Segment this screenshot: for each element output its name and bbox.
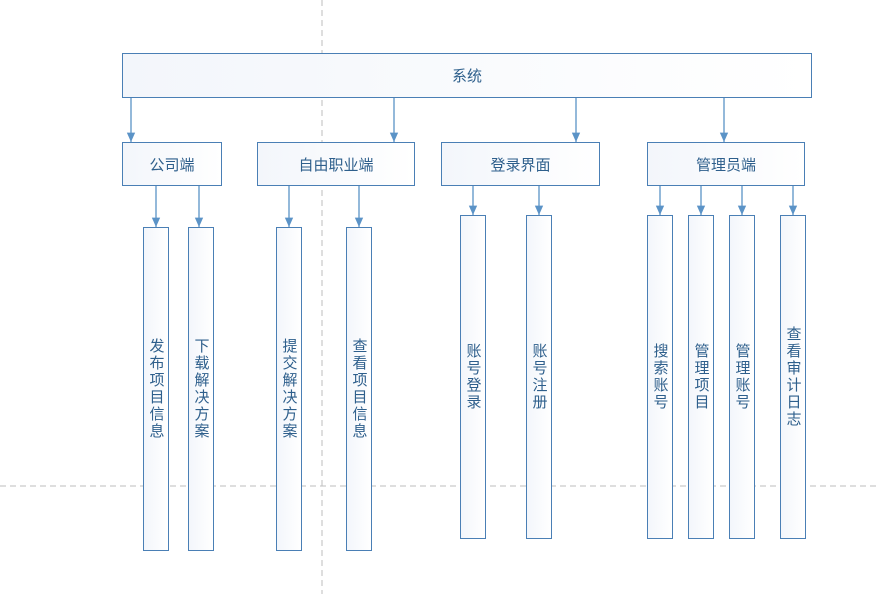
leaf-node: 账号注册 [526,215,552,539]
module-node-freelancer: 自由职业端 [257,142,415,186]
leaf-label: 管理账号 [733,343,752,411]
module-node-admin: 管理员端 [647,142,805,186]
leaf-label: 账号登录 [464,343,483,411]
module-node-login: 登录界面 [441,142,600,186]
leaf-node: 搜索账号 [647,215,673,539]
module-label: 管理员端 [695,155,756,174]
root-node: 系统 [122,53,812,98]
leaf-node: 账号登录 [460,215,486,539]
leaf-node: 查看审计日志 [780,215,806,539]
module-node-company: 公司端 [122,142,222,186]
leaf-label: 提交解决方案 [280,338,299,440]
leaf-label: 账号注册 [530,343,549,411]
leaf-label: 搜索账号 [651,343,670,411]
module-label: 登录界面 [490,155,551,174]
leaf-label: 查看审计日志 [784,326,803,428]
leaf-node: 下载解决方案 [188,227,214,551]
leaf-node: 管理账号 [729,215,755,539]
leaf-node: 查看项目信息 [346,227,372,551]
leaf-label: 下载解决方案 [192,338,211,440]
root-node-label: 系统 [451,67,482,85]
leaf-node: 发布项目信息 [143,227,169,551]
module-label: 自由职业端 [298,155,374,174]
leaf-label: 发布项目信息 [147,338,166,440]
leaf-label: 管理项目 [692,343,711,411]
leaf-node: 提交解决方案 [276,227,302,551]
leaf-label: 查看项目信息 [350,338,369,440]
leaf-node: 管理项目 [688,215,714,539]
module-label: 公司端 [149,155,195,174]
